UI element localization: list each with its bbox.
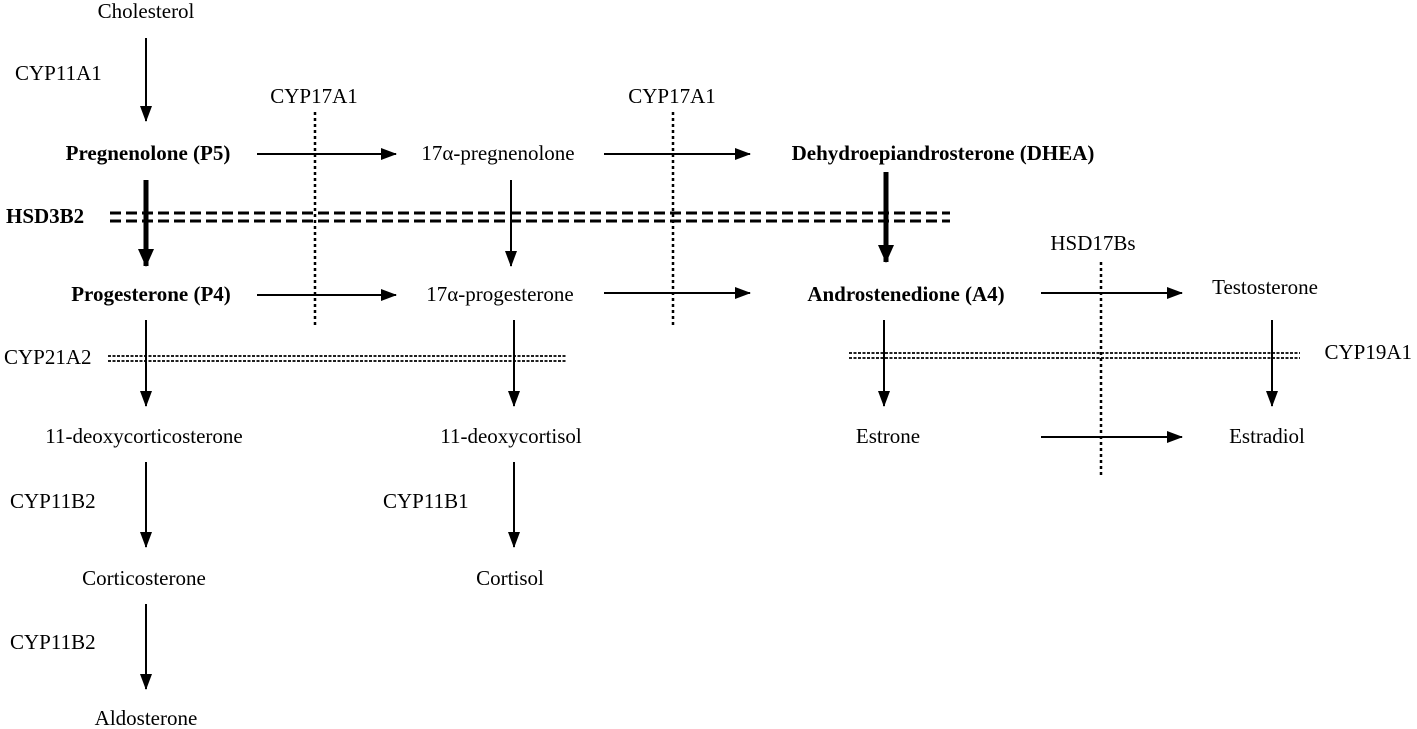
compound-progesterone: Progesterone (P4) bbox=[71, 282, 231, 306]
enzyme-hsd3b2: HSD3B2 bbox=[6, 204, 84, 228]
enzyme-cyp11b1: CYP11B1 bbox=[383, 489, 469, 513]
enzyme-cyp11a1: CYP11A1 bbox=[15, 61, 102, 85]
compound-androstenedione: Androstenedione (A4) bbox=[807, 282, 1004, 306]
enzyme-cyp17a1-second: CYP17A1 bbox=[628, 84, 716, 108]
enzyme-cyp11b2-second: CYP11B2 bbox=[10, 630, 96, 654]
compound-cholesterol: Cholesterol bbox=[98, 0, 195, 23]
double-dashed-line-cyp19a1 bbox=[849, 352, 1300, 359]
compound-aldosterone: Aldosterone bbox=[95, 706, 198, 729]
compound-17a-progesterone: 17α-progesterone bbox=[426, 282, 573, 306]
compound-estrone: Estrone bbox=[856, 424, 920, 448]
compound-dhea: Dehydroepiandrosterone (DHEA) bbox=[792, 141, 1095, 165]
enzyme-hsd17bs: HSD17Bs bbox=[1050, 231, 1135, 255]
compound-11-deoxycorticosterone: 11-deoxycorticosterone bbox=[45, 424, 242, 448]
compound-estradiol: Estradiol bbox=[1229, 424, 1305, 448]
double-dashed-line-hsd3b2 bbox=[110, 211, 950, 223]
enzyme-cyp19a1: CYP19A1 bbox=[1324, 340, 1412, 364]
enzyme-cyp11b2-first: CYP11B2 bbox=[10, 489, 96, 513]
compound-11-deoxycortisol: 11-deoxycortisol bbox=[440, 424, 582, 448]
double-dashed-line-cyp21a2 bbox=[108, 355, 566, 362]
enzyme-cyp21a2: CYP21A2 bbox=[4, 345, 92, 369]
compound-corticosterone: Corticosterone bbox=[82, 566, 206, 590]
compound-pregnenolone: Pregnenolone (P5) bbox=[66, 141, 231, 165]
compound-cortisol: Cortisol bbox=[476, 566, 544, 590]
compound-17a-pregnenolone: 17α-pregnenolone bbox=[421, 141, 574, 165]
enzyme-cyp17a1-first: CYP17A1 bbox=[270, 84, 358, 108]
compound-testosterone: Testosterone bbox=[1212, 275, 1318, 299]
